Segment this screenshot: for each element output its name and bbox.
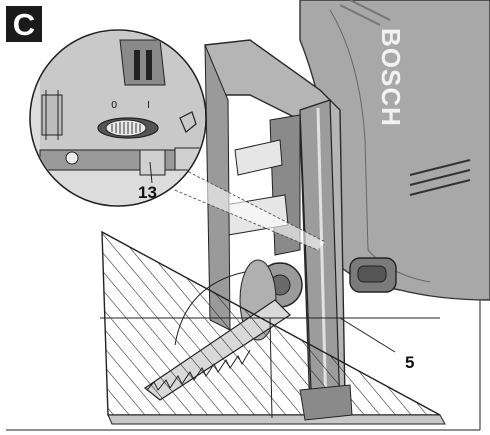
guide-tab-1 <box>234 139 283 176</box>
brand-logo-text: BOSCH <box>376 28 406 127</box>
callout-13-leader <box>149 161 153 184</box>
switch-mark-off: 0 <box>111 100 118 111</box>
callout-label-5: 5 <box>405 353 415 372</box>
switch-mark-on: I <box>147 100 150 111</box>
base-plate-foot <box>299 384 353 421</box>
angle-arc <box>174 271 246 346</box>
panel-letter-badge: C <box>6 6 42 42</box>
housing-shading <box>329 9 431 283</box>
housing-grille <box>409 159 471 196</box>
angle-square-edge <box>107 414 446 425</box>
vertical-reference-line <box>269 317 273 419</box>
callout-5-leader <box>339 317 396 353</box>
housing-vent-top <box>339 0 391 26</box>
detail-content <box>31 31 205 205</box>
callout-label-13: 13 <box>138 183 157 202</box>
blade-symbol-icon <box>179 111 197 133</box>
